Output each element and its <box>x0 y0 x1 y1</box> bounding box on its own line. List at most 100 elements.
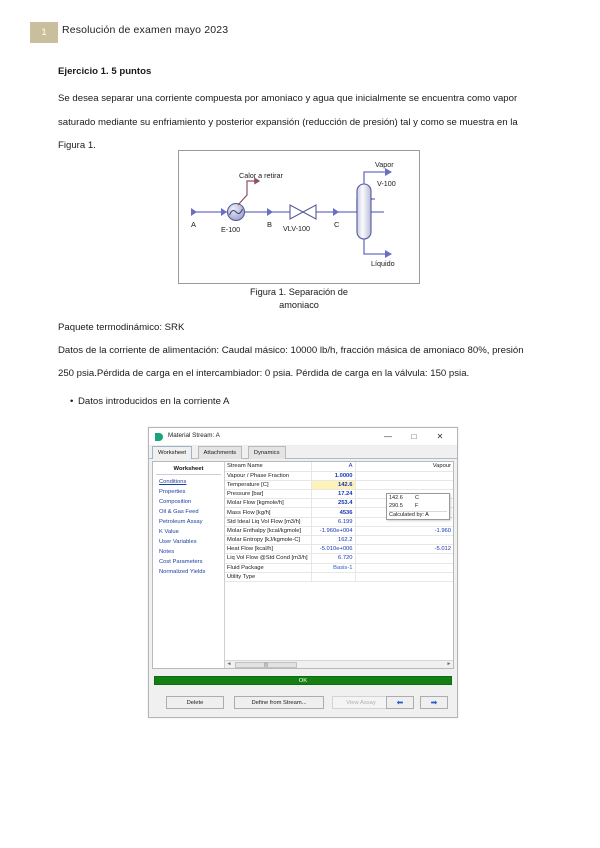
table-row[interactable]: Vapour / Phase Fraction 1.0000 <box>225 471 453 481</box>
material-stream-window[interactable]: Material Stream: A — □ ✕ Worksheet Attac… <box>148 427 458 718</box>
row-value-molar-flow[interactable]: 253.4 <box>310 498 355 509</box>
row-value2-std-ideal-liq-vol-flow[interactable] <box>354 517 453 527</box>
arrow-right-icon: ➡ <box>430 698 438 707</box>
window-title: Material Stream: A <box>168 432 220 439</box>
tooltip-value-fahrenheit: 290.5 <box>389 502 403 509</box>
previous-stream-button[interactable]: ⬅ <box>386 696 414 709</box>
tab-worksheet[interactable]: Worksheet <box>152 446 193 459</box>
minimize-button[interactable]: — <box>384 432 392 441</box>
scroll-left-arrow-icon[interactable]: ◄ <box>226 661 232 667</box>
table-row[interactable]: Molar Entropy [kJ/kgmole-C] 162.2 <box>225 535 453 546</box>
row-label-pressure: Pressure [bar] <box>225 489 311 500</box>
row-value-molar-enthalpy[interactable]: -1.960e+004 <box>310 526 355 537</box>
conditions-grid-wrapper[interactable]: Stream Name A Vapour Vapour / Phase Frac… <box>225 462 453 668</box>
bullet-marker: • <box>70 396 74 407</box>
row-value-liq-vol-flow-std[interactable]: 6.720 <box>310 553 355 564</box>
header-stream-name: Stream Name <box>225 462 311 472</box>
row-value-heat-flow[interactable]: -5.010e+006 <box>310 544 355 555</box>
stream-icon <box>155 433 163 441</box>
sidebar-item-normalized-yields[interactable]: Normalized Yields <box>159 568 206 575</box>
row-value-std-ideal-liq-vol-flow[interactable]: 6.199 <box>310 517 355 527</box>
label-vapor: Vapor <box>375 160 394 169</box>
next-stream-button[interactable]: ➡ <box>420 696 448 709</box>
sidebar-item-conditions[interactable]: Conditions <box>159 478 187 485</box>
table-row[interactable]: Std Ideal Liq Vol Flow [m3/h] 6.199 <box>225 517 453 527</box>
tooltip-unit-celsius: C <box>415 495 419 501</box>
worksheet-sidebar[interactable]: Worksheet Conditions Properties Composit… <box>153 462 225 668</box>
sidebar-header: Worksheet <box>156 465 221 475</box>
row-value2-utility-type[interactable] <box>354 572 453 582</box>
table-row[interactable]: Heat Flow [kcal/h] -5.010e+006 -5.012 <box>225 544 453 555</box>
row-value-pressure[interactable]: 17.24 <box>310 489 355 500</box>
row-value2-molar-enthalpy[interactable]: -1.960 <box>354 526 453 537</box>
sidebar-item-k-value[interactable]: K Value <box>159 528 179 535</box>
conditions-grid[interactable]: Stream Name A Vapour Vapour / Phase Frac… <box>225 462 453 582</box>
table-row[interactable]: Molar Enthalpy [kcal/kgmole] -1.960e+004… <box>225 526 453 537</box>
exercise-heading: Ejercicio 1. 5 puntos <box>58 66 152 77</box>
table-row[interactable]: Utility Type <box>225 572 453 582</box>
row-value2-temperature[interactable] <box>354 480 453 491</box>
figure-caption: Figura 1. Separación de amoniaco <box>178 286 420 312</box>
row-label-molar-enthalpy: Molar Enthalpy [kcal/kgmole] <box>225 526 311 537</box>
row-value-temperature[interactable]: 142.6 <box>310 480 355 491</box>
sidebar-item-cost-parameters[interactable]: Cost Parameters <box>159 558 203 565</box>
header-column-a: A <box>310 462 355 472</box>
sidebar-item-oil-gas-feed[interactable]: Oil & Gas Feed <box>159 508 199 515</box>
row-value2-heat-flow[interactable]: -5.012 <box>354 544 453 555</box>
figure-caption-line-1: Figura 1. Separación de <box>249 287 349 297</box>
tooltip-unit-fahrenheit: F <box>415 502 419 509</box>
table-row[interactable]: Fluid Package Basis-1 <box>225 563 453 573</box>
stream-a-arrow <box>191 208 197 216</box>
delete-button[interactable]: Delete <box>166 696 224 709</box>
close-button[interactable]: ✕ <box>436 432 444 441</box>
scrollbar-thumb[interactable]: ▥ <box>235 661 297 668</box>
tab-attachments[interactable]: Attachments <box>197 446 243 459</box>
liquid-outlet-line <box>363 239 391 255</box>
page-number: 1 <box>41 27 47 38</box>
row-value2-liq-vol-flow-std[interactable] <box>354 553 453 564</box>
define-from-stream-button[interactable]: Define from Stream... <box>234 696 324 709</box>
tab-dynamics[interactable]: Dynamics <box>247 446 286 459</box>
row-value-utility-type[interactable] <box>310 572 355 582</box>
table-row[interactable]: Temperature [C] 142.6 <box>225 480 453 491</box>
maximize-button[interactable]: □ <box>411 432 417 441</box>
row-label-temperature: Temperature [C] <box>225 480 311 491</box>
document-body: Ejercicio 1. 5 puntos Se desea separar u… <box>58 66 547 160</box>
row-label-fluid-package: Fluid Package <box>225 563 311 573</box>
sidebar-item-petroleum-assay[interactable]: Petroleum Assay <box>159 518 203 525</box>
label-vessel: V-100 <box>377 179 396 188</box>
tooltip-row-fahrenheit: 290.5 F <box>389 503 447 511</box>
sidebar-item-user-variables[interactable]: User Variables <box>159 538 197 545</box>
page-number-chip: 1 <box>30 22 58 43</box>
intro-paragraph-line-1: Se desea separar una corriente compuesta… <box>58 93 518 104</box>
window-titlebar[interactable]: Material Stream: A — □ ✕ <box>149 428 457 446</box>
row-value2-vapour-fraction[interactable] <box>354 471 453 481</box>
row-value-molar-entropy[interactable]: 162.2 <box>310 535 355 546</box>
row-label-molar-entropy: Molar Entropy [kJ/kgmole-C] <box>225 535 311 546</box>
sidebar-item-composition[interactable]: Composition <box>159 498 192 505</box>
process-flow-diagram: A B C E-100 VLV-100 Calor a retirar V-10… <box>178 150 420 284</box>
row-value-mass-flow[interactable]: 4536 <box>310 507 355 518</box>
worksheet-panel: Worksheet Conditions Properties Composit… <box>152 461 454 669</box>
stream-a-inlet-arrow <box>221 208 227 216</box>
sidebar-item-notes[interactable]: Notes <box>159 548 175 555</box>
row-value2-fluid-package[interactable] <box>354 563 453 573</box>
feed-data-line-1: Datos de la corriente de alimentación: C… <box>58 345 524 356</box>
row-label-molar-flow: Molar Flow [kgmole/h] <box>225 498 311 509</box>
grid-horizontal-scrollbar[interactable]: ◄ ▥ ► <box>225 660 453 668</box>
window-button-row: Delete Define from Stream... View Assay … <box>154 696 452 710</box>
table-row[interactable]: Liq Vol Flow @Std Cond [m3/h] 6.720 <box>225 553 453 564</box>
row-value2-molar-entropy[interactable] <box>354 535 453 546</box>
vapor-outlet-line <box>363 171 391 184</box>
row-label-heat-flow: Heat Flow [kcal/h] <box>225 544 311 555</box>
scroll-right-arrow-icon[interactable]: ► <box>446 661 452 667</box>
row-label-vapour-fraction: Vapour / Phase Fraction <box>225 471 311 481</box>
row-value-vapour-fraction[interactable]: 1.0000 <box>310 471 355 481</box>
document-body-2: Paquete termodinámico: SRK Datos de la c… <box>58 318 547 387</box>
row-value-fluid-package[interactable]: Basis-1 <box>310 563 355 573</box>
arrow-left-icon: ⬅ <box>396 698 404 707</box>
tab-strip[interactable]: Worksheet Attachments Dynamics <box>149 446 457 459</box>
sidebar-item-properties[interactable]: Properties <box>159 488 186 495</box>
document-header: 1 Resolución de examen mayo 2023 <box>0 22 600 46</box>
